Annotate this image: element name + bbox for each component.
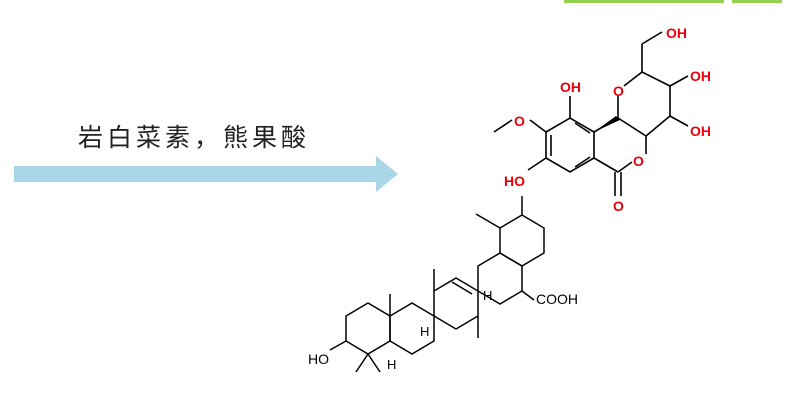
bergenin-oh-phenol: OH: [560, 79, 581, 95]
compound-caption: 岩白菜素，熊果酸: [78, 123, 311, 152]
bergenin-o-pyran: O: [613, 83, 624, 99]
ursolic-h2: H: [420, 324, 429, 339]
bergenin-o-methoxy: O: [514, 113, 525, 129]
bergenin-structure: OH OH OH OH O O O O HO: [493, 25, 711, 214]
bergenin-oh-top: OH: [666, 25, 687, 41]
bergenin-oh-right-upper: OH: [690, 68, 711, 84]
ursolic-h1: H: [483, 288, 492, 303]
bergenin-o-lactone: O: [633, 153, 644, 169]
bergenin-ho-left: HO: [504, 173, 525, 189]
bergenin-oh-right-lower: OH: [690, 123, 711, 139]
bergenin-o-carbonyl: O: [613, 198, 624, 214]
ursolic-h3: H: [387, 357, 396, 372]
ursolic-ho: HO: [308, 351, 329, 367]
right-arrow-icon: [14, 156, 398, 192]
top-accent-bar: [564, 0, 784, 5]
ursolic-cooh: COOH: [536, 291, 578, 307]
ursolic-acid-structure: COOH HO H H H: [308, 196, 578, 373]
